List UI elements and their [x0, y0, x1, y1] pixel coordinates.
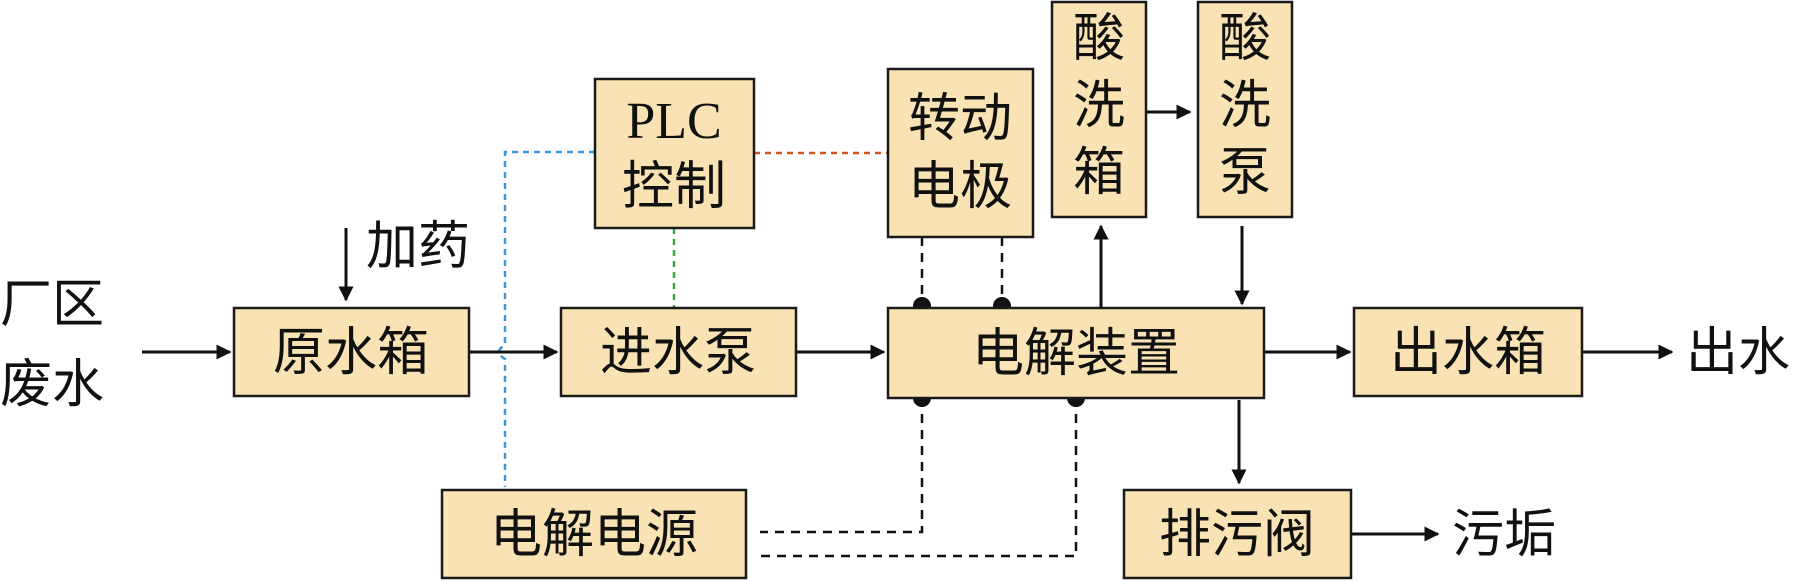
acid-wash-pump-label-2: 洗	[1219, 78, 1271, 135]
drain-valve-box	[1122, 488, 1353, 580]
raw-water-tank-label: 原水箱	[273, 325, 429, 382]
acid-wash-tank-box	[1050, 0, 1148, 219]
wastewater-label-line2: 废水	[0, 357, 104, 414]
electrolysis-device-label: 电解装置	[972, 326, 1180, 383]
power-supply-box	[440, 488, 748, 580]
acid-wash-pump-label-3: 泵	[1219, 145, 1271, 202]
outlet-tank-box	[1352, 306, 1584, 398]
wastewater-label-line1: 厂区	[0, 277, 104, 334]
feed-pump-label: 进水泵	[600, 325, 756, 382]
scale-label: 污垢	[1452, 507, 1556, 564]
raw-water-tank-box	[232, 306, 471, 398]
acid-wash-tank-label-1: 酸	[1073, 11, 1125, 68]
power-supply-connection-lower	[760, 398, 1078, 558]
plc-control-box	[593, 77, 756, 230]
acid-wash-pump-box	[1196, 0, 1294, 219]
power-supply-label: 电解电源	[490, 507, 698, 564]
feed-pump-box	[559, 306, 798, 398]
power-supply-connection-upper	[760, 398, 924, 534]
dosing-label: 加药	[366, 219, 470, 276]
outlet-tank-label: 出水箱	[1390, 325, 1546, 382]
rotating-electrode-label-line2: 电极	[908, 159, 1012, 216]
acid-wash-tank-label-2: 洗	[1073, 78, 1125, 135]
electrolysis-device-box	[886, 306, 1266, 400]
drain-valve-label: 排污阀	[1159, 507, 1315, 564]
plc-label-line2: 控制	[622, 159, 726, 216]
acid-wash-tank-label-3: 箱	[1073, 145, 1125, 202]
rotating-electrode-box	[886, 67, 1035, 239]
acid-wash-pump-label-1: 酸	[1219, 11, 1271, 68]
plc-label-line1: PLC	[626, 93, 721, 150]
rotating-electrode-label-line1: 转动	[908, 91, 1012, 148]
effluent-label: 出水	[1686, 325, 1790, 382]
